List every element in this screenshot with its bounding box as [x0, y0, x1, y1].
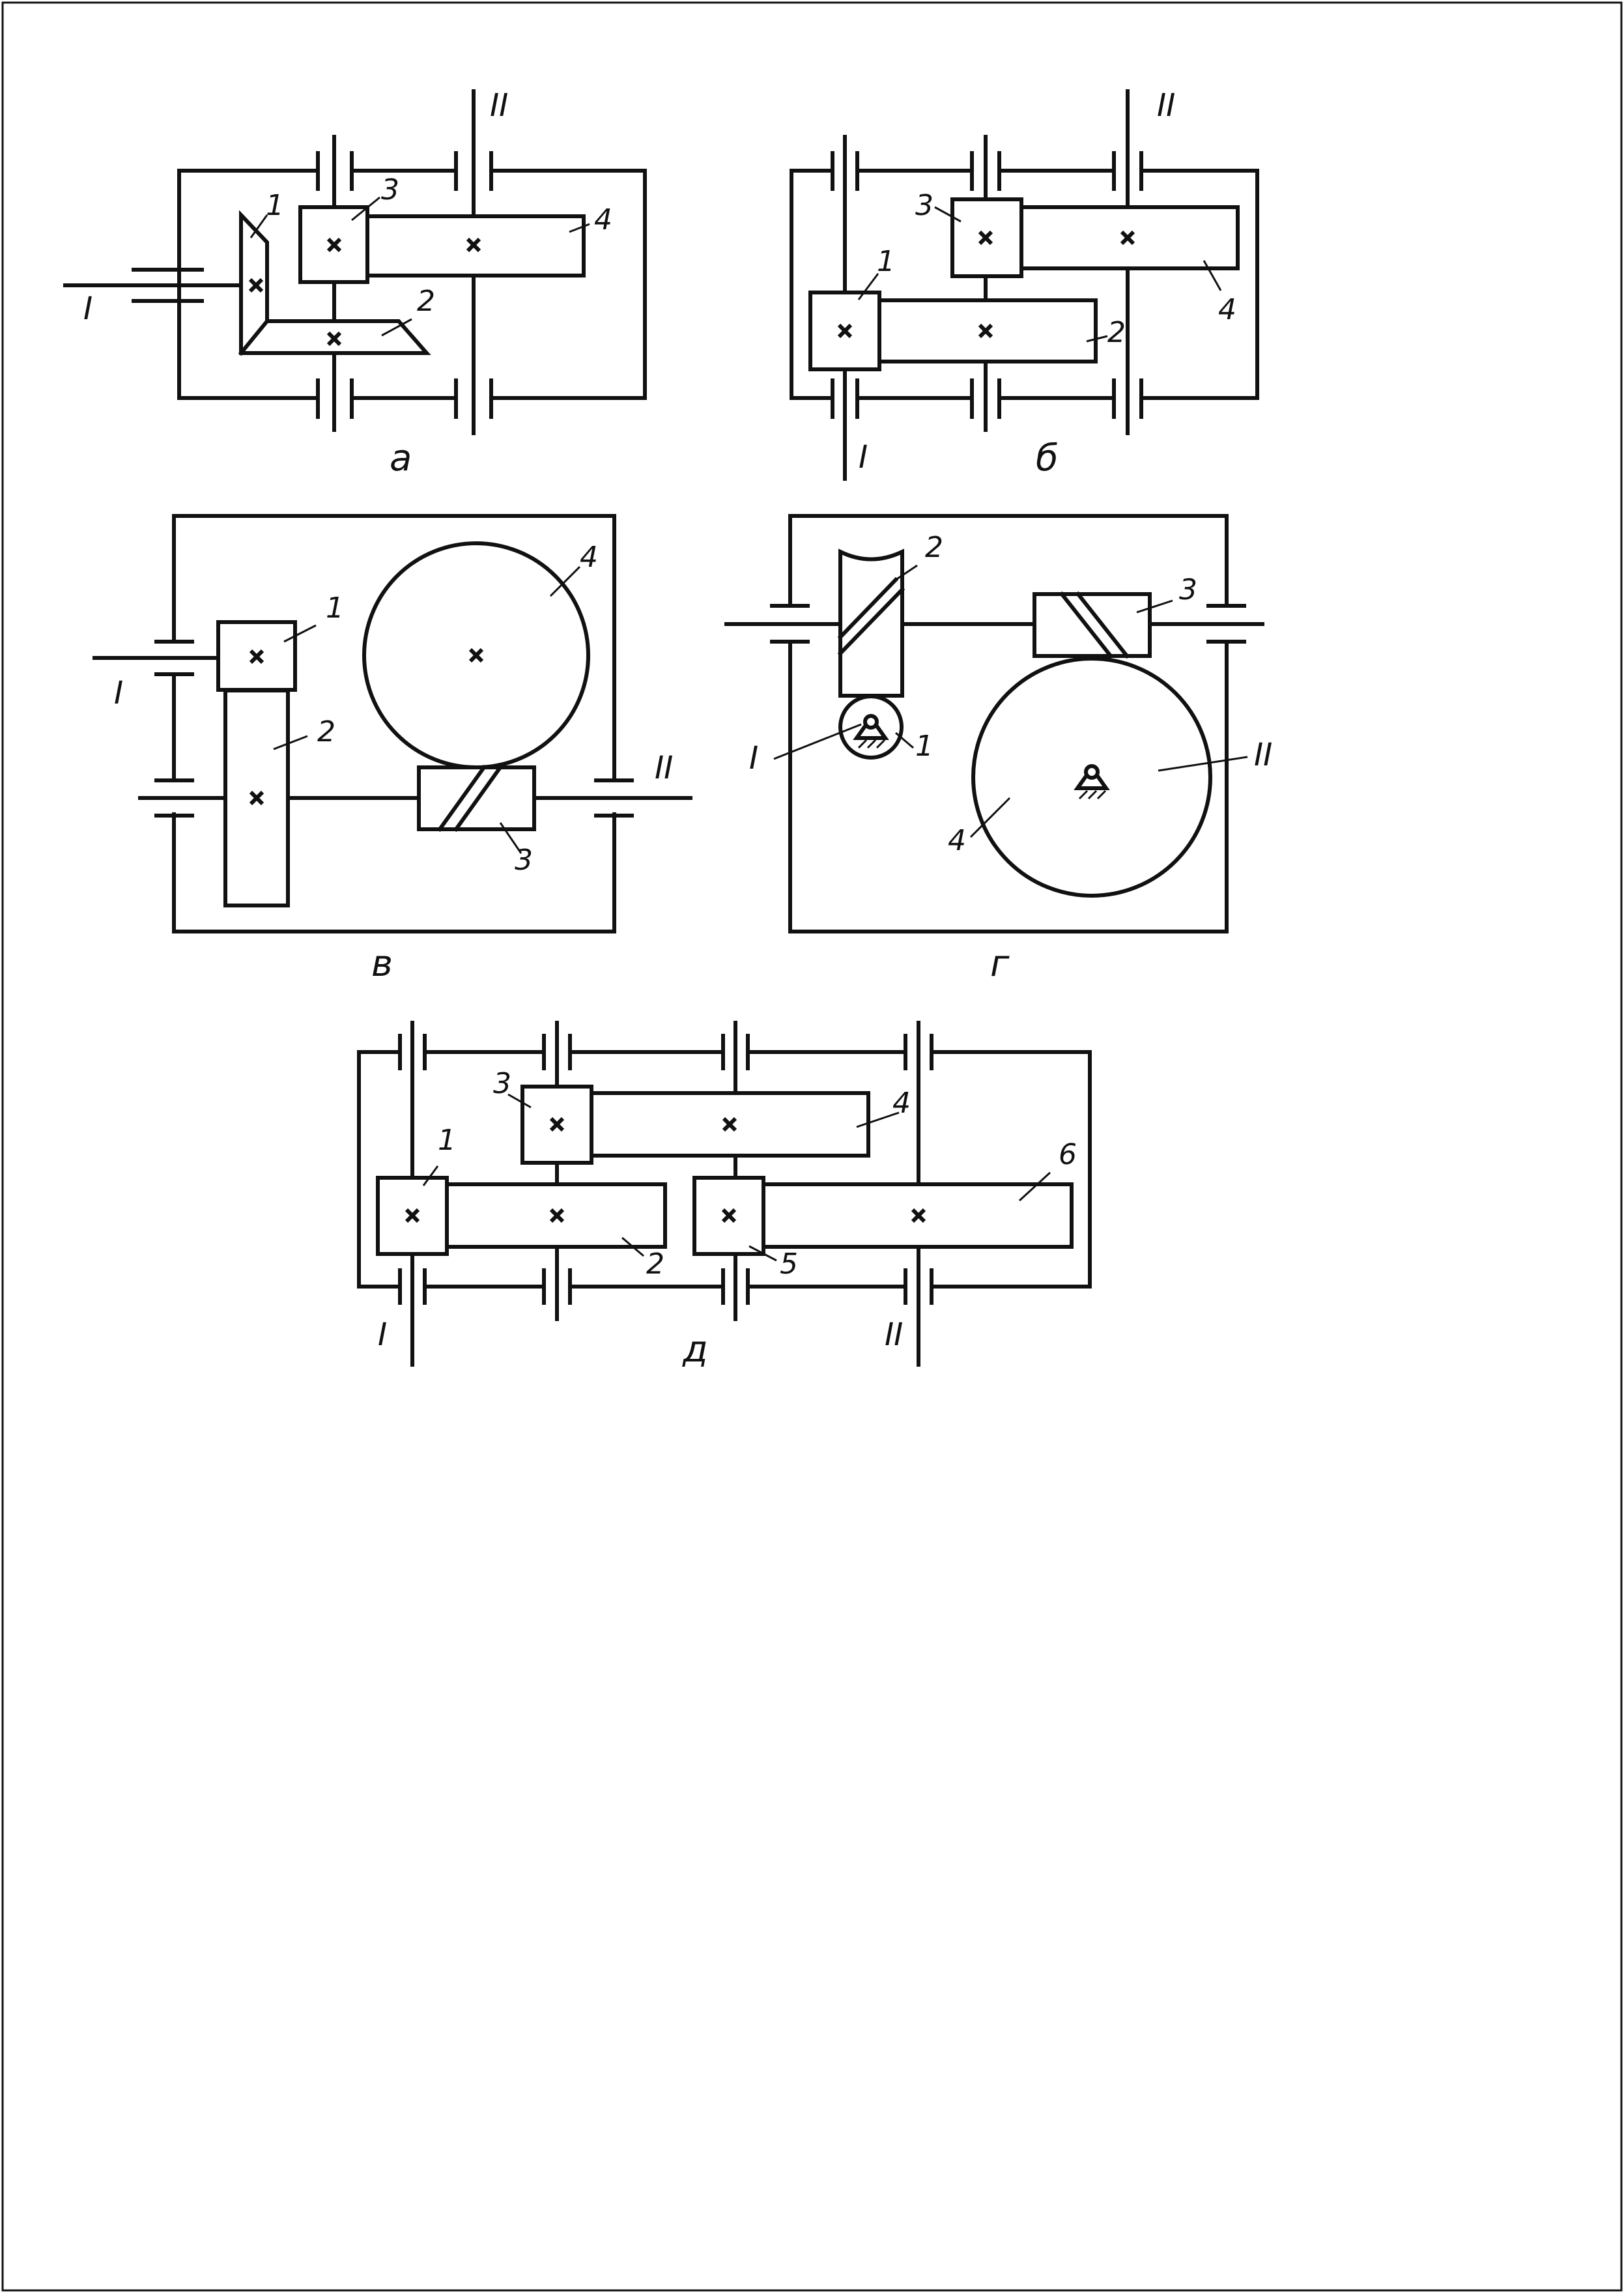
- diagram-a-part-2: 2: [417, 285, 435, 318]
- diagram-d-part-4: 4: [892, 1087, 911, 1120]
- diagram-d-shaft-in: I: [378, 1317, 387, 1353]
- diagram-v-part-2: 2: [317, 715, 335, 748]
- diagram-d-part-2: 2: [646, 1247, 664, 1281]
- diagram-g-part-3: 3: [1179, 573, 1197, 606]
- diagram-g-part-2: 2: [925, 531, 943, 564]
- diagram-g: 2 3 1 4 I II г: [724, 514, 1272, 985]
- diagram-g-part-1: 1: [915, 730, 933, 763]
- diagram-v-shaft-out: II: [655, 750, 673, 786]
- diagram-v-part-1: 1: [326, 591, 344, 625]
- diagram-v-part-4: 4: [580, 541, 598, 574]
- diagram-b-shaft-in: I: [859, 439, 868, 476]
- diagram-b-shaft-out: II: [1157, 87, 1175, 124]
- diagram-v: 1 2 4 3 I II в: [93, 514, 692, 985]
- diagram-a-part-3: 3: [381, 173, 399, 207]
- diagram-b-part-3: 3: [915, 189, 933, 222]
- diagram-a-shaft-out: II: [490, 87, 508, 124]
- diagram-d-part-1: 1: [438, 1124, 456, 1157]
- diagram-v-caption: в: [371, 943, 393, 985]
- diagram-b: 3 1 2 4 I II б: [790, 87, 1259, 481]
- diagram-d-part-6: 6: [1059, 1138, 1077, 1171]
- diagram-b-part-1: 1: [877, 245, 895, 278]
- diagram-b-part-4: 4: [1218, 293, 1236, 326]
- diagram-a-caption: а: [390, 437, 412, 479]
- diagram-g-part-4: 4: [948, 824, 966, 857]
- diagram-v-shaft-in: I: [114, 675, 123, 711]
- diagram-d-part-3: 3: [493, 1067, 511, 1100]
- diagram-a-part-1: 1: [266, 189, 284, 222]
- diagram-g-caption: г: [990, 943, 1010, 985]
- diagram-d-shaft-out: II: [885, 1317, 903, 1353]
- diagram-d-part-5: 5: [780, 1247, 798, 1281]
- diagram-g-shaft-out: II: [1254, 737, 1272, 773]
- diagram-v-part-3: 3: [515, 844, 533, 877]
- diagram-a: 1 3 2 4 I II а: [63, 87, 647, 479]
- diagram-d-caption: д: [682, 1328, 708, 1371]
- diagram-a-shaft-in: I: [83, 291, 93, 327]
- diagram-b-caption: б: [1036, 437, 1059, 479]
- diagram-g-shaft-in: I: [749, 740, 758, 776]
- diagram-a-part-4: 4: [594, 203, 612, 236]
- diagram-b-part-2: 2: [1107, 316, 1126, 349]
- diagram-d: 3 1 4 6 2 5 I II д: [357, 1021, 1092, 1371]
